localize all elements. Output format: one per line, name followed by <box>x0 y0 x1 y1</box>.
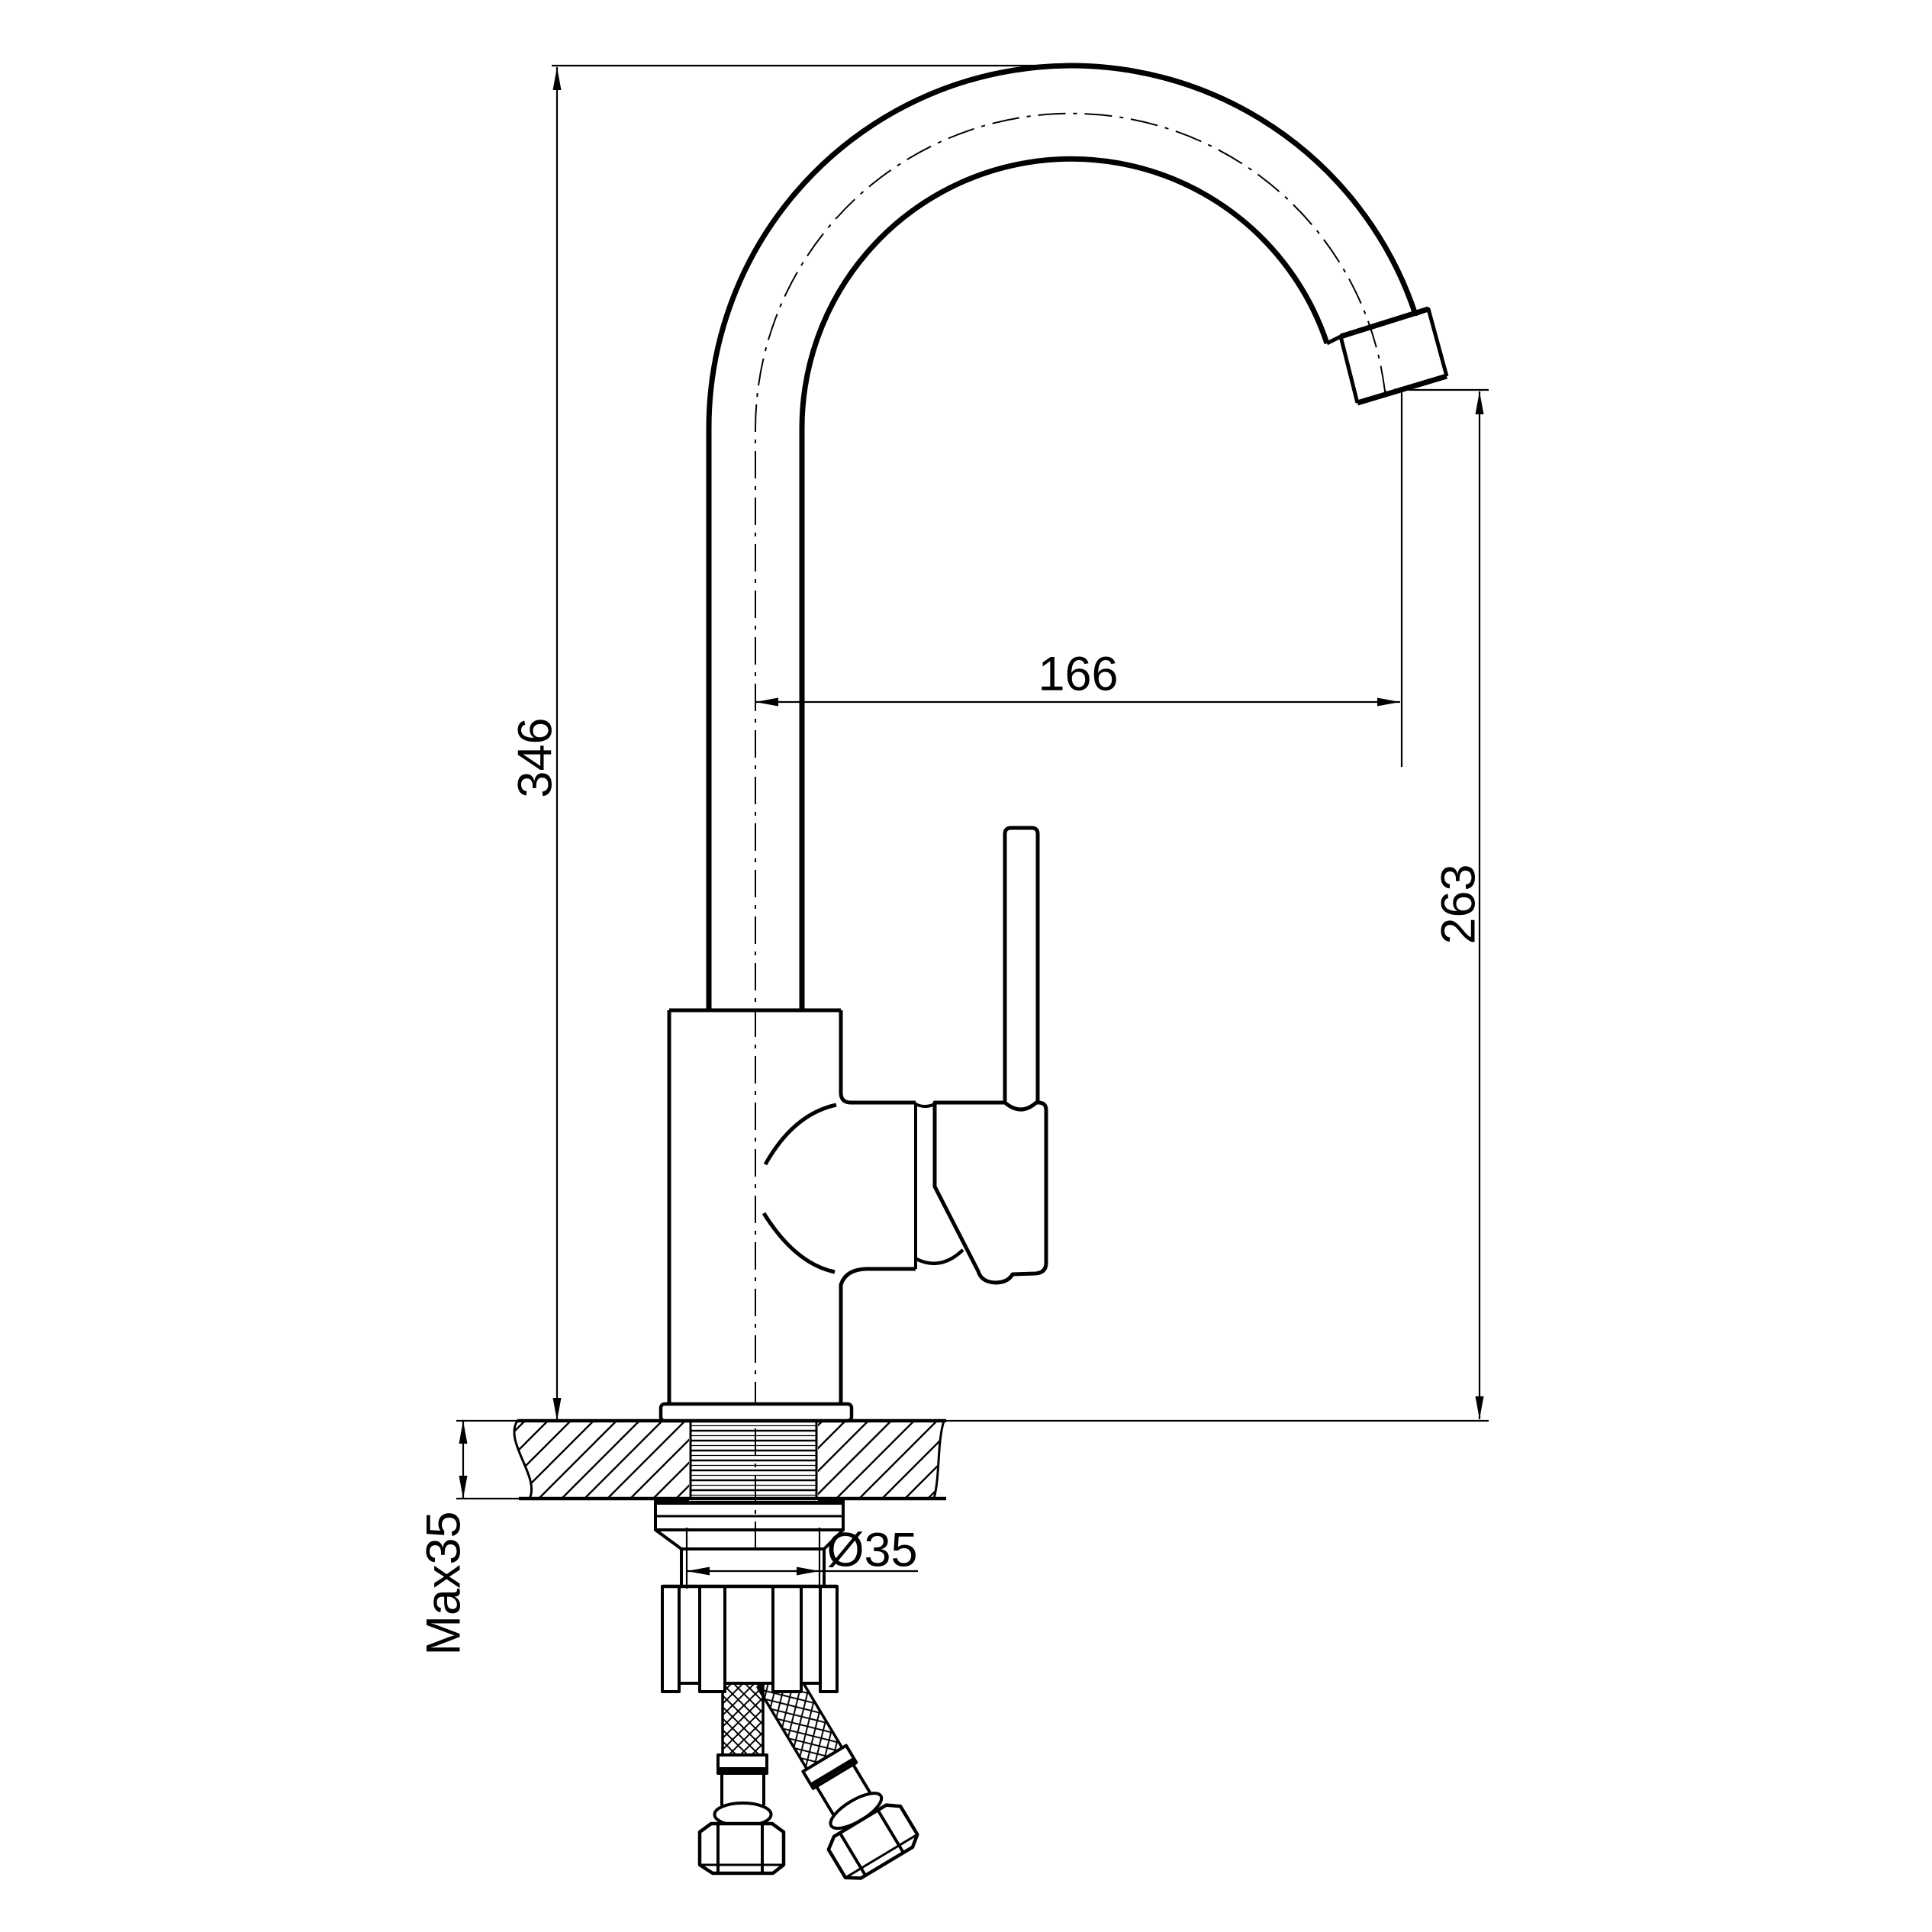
handle-skirt-curve <box>915 1248 964 1266</box>
faucet-body <box>658 1008 917 1423</box>
spout-aerator-tip <box>1325 306 1449 406</box>
hose-hex-nut <box>826 1803 919 1880</box>
faucet-centerline <box>755 112 1407 1549</box>
arrowhead-down <box>1475 1396 1484 1419</box>
locknut-chamfer <box>654 1528 845 1550</box>
arrowhead-up <box>552 67 562 90</box>
spout-outer-arc <box>706 63 1418 1012</box>
hose-tube <box>720 1773 765 1805</box>
dim-label-spout-outlet-height: 263 <box>1431 864 1486 945</box>
deck-broken-edge-left <box>513 1420 533 1499</box>
dimension-max35 <box>456 1419 526 1500</box>
dimension-166 <box>755 391 1403 767</box>
arrowhead-down <box>459 1476 468 1499</box>
arrowhead-up <box>459 1421 468 1444</box>
lever-rod <box>1003 826 1040 1103</box>
dimension-263 <box>946 388 1489 1422</box>
faucet-spout-arc <box>706 63 1449 1012</box>
dimension-346 <box>552 64 1071 1421</box>
ribbed-tightening-nut <box>661 1584 839 1693</box>
hose-hex-nut <box>697 1821 786 1876</box>
base-flange <box>658 1402 854 1423</box>
locknut-body <box>680 1547 826 1588</box>
body-junction-curve-upper <box>763 1103 837 1166</box>
spout-inner-arc <box>799 156 1330 1012</box>
dim-label-total-height: 346 <box>508 717 562 798</box>
handle-lever <box>915 826 1048 1285</box>
countertop-deck <box>513 1418 946 1501</box>
hose-ferrule <box>801 1744 858 1790</box>
dim-label-mounting-hole-diameter: Ø35 <box>826 1523 918 1577</box>
supply-hose-left <box>697 1681 786 1876</box>
handle-body <box>932 1100 1048 1285</box>
arrowhead-down <box>552 1398 562 1421</box>
arrowhead-right <box>1377 697 1400 707</box>
dim-label-spout-reach: 166 <box>1038 647 1119 701</box>
dim-label-max-deck-thickness: Max35 <box>417 1511 471 1656</box>
arrowhead-up <box>1475 391 1484 414</box>
mounting-hardware <box>654 1499 845 1693</box>
deck-broken-edge-right <box>932 1420 945 1499</box>
body-junction-curve-lower <box>762 1212 836 1274</box>
arrowhead-left <box>755 697 778 707</box>
arrowhead-right <box>797 1567 819 1576</box>
threaded-shank <box>691 1422 816 1497</box>
dimension-dia35 <box>685 1528 918 1589</box>
braided-hose-section <box>721 1681 765 1757</box>
supply-hose-right <box>756 1664 919 1880</box>
arrowhead-left <box>687 1567 710 1576</box>
hose-tube <box>815 1763 872 1817</box>
